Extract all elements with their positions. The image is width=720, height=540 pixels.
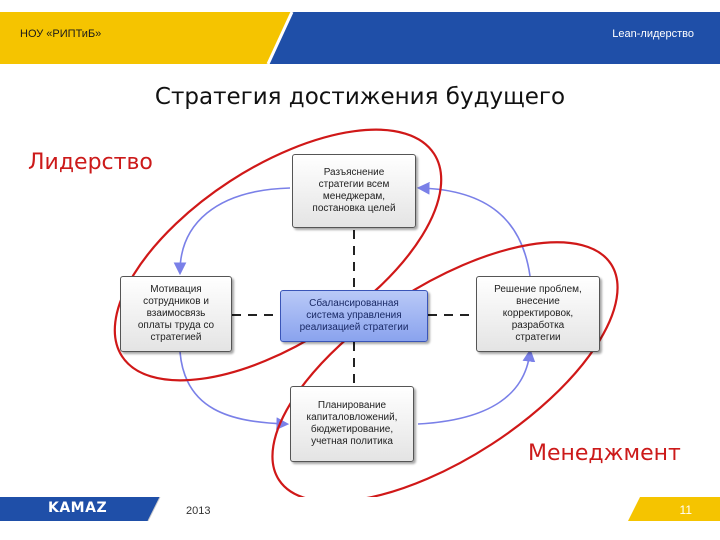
box-motivation: Мотивация сотрудников и взаимосвязь опла… (120, 276, 232, 352)
footer-graphic (0, 497, 720, 521)
leadership-label: Лидерство (28, 150, 153, 175)
leadership-ellipse (113, 128, 443, 382)
header-graphic (0, 11, 720, 64)
header-bar: НОУ «РИПТиБ» Lean-лидерство (0, 0, 720, 64)
box-balanced-system: Сбалансированная система управления реал… (280, 290, 428, 342)
box-problem-solving: Решение проблем, внесение корректировок,… (476, 276, 600, 352)
arrow-bottom-to-right (417, 348, 536, 425)
page-number: 11 (679, 503, 692, 517)
box-planning: Планирование капиталовложений, бюджетиро… (290, 386, 414, 462)
footer-year: 2013 (186, 505, 211, 517)
kamaz-logo: KAMAZ (48, 500, 108, 516)
organization-name: НОУ «РИПТиБ» (20, 28, 102, 40)
management-ellipse (271, 241, 619, 503)
footer-bar (0, 497, 720, 521)
management-label: Менеджмент (528, 441, 681, 466)
slide-title: Стратегия достижения будущего (154, 84, 566, 110)
arrow-top-to-left (173, 187, 291, 276)
box-explain-strategy: Разъяснение стратегии всем менеджерам, п… (292, 154, 416, 228)
course-name: Lean-лидерство (612, 28, 694, 40)
arrow-left-to-bottom (179, 351, 290, 431)
arrow-right-to-top (416, 181, 531, 277)
